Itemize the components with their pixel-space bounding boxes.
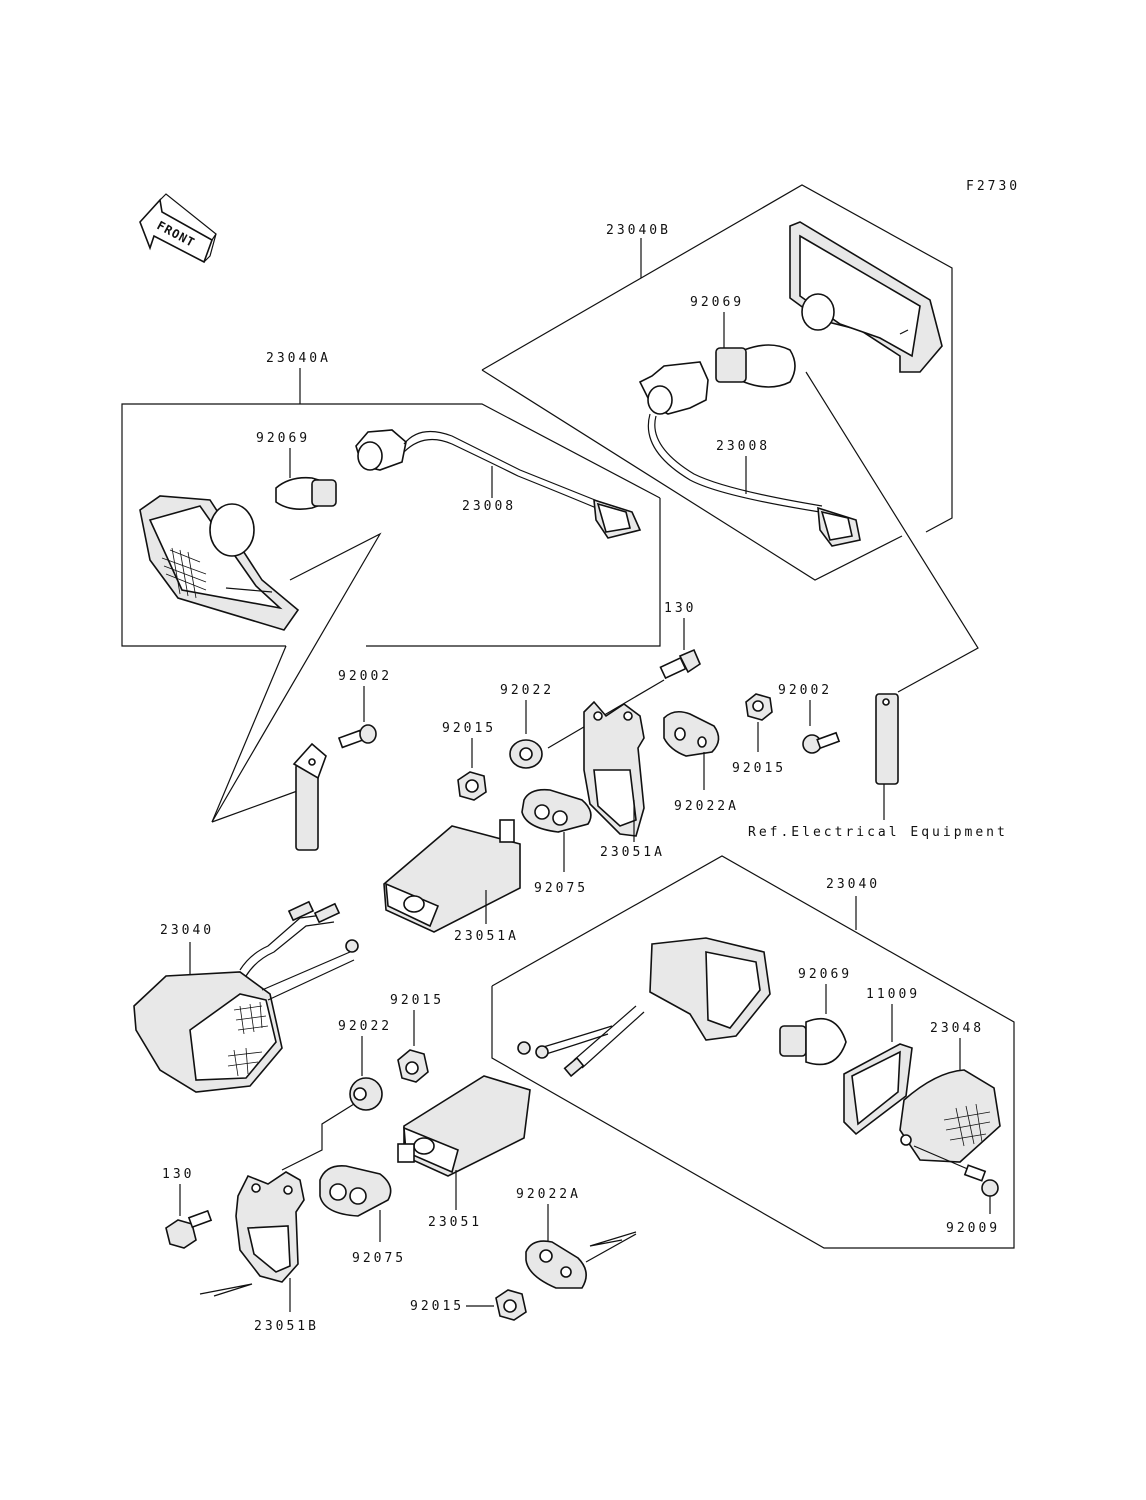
label-92022-top: 92022 — [500, 683, 554, 698]
label-23040b: 23040B — [606, 223, 671, 238]
grommet-92075-lower — [319, 1164, 392, 1217]
label-23040-left: 23040 — [160, 923, 214, 938]
socket-front — [355, 429, 642, 539]
label-23051-top: 23051A — [454, 929, 519, 944]
washer-92022-lower — [349, 1077, 383, 1111]
label-23008-front: 23008 — [462, 499, 516, 514]
label-92015-bottom: 92015 — [410, 1299, 464, 1314]
label-23008-rear: 23008 — [716, 439, 770, 454]
label-130-top: 130 — [664, 601, 696, 616]
screw-92009 — [963, 1164, 999, 1197]
label-23051b: 23051B — [254, 1319, 319, 1334]
label-92069-right: 92069 — [798, 967, 852, 982]
label-130-lower: 130 — [162, 1167, 194, 1182]
case-23051-top — [383, 819, 521, 933]
label-23051-lower: 23051 — [428, 1215, 482, 1230]
plate-92022a-lower — [525, 1240, 587, 1289]
bulb-front — [275, 476, 337, 510]
turn-signal-body-right — [517, 937, 771, 1078]
nut-92015-lower — [397, 1049, 429, 1083]
ref-electrical-equipment: Ref.Electrical Equipment — [748, 825, 1008, 840]
bulb-rear — [715, 344, 796, 388]
washer-92022-top — [509, 739, 543, 769]
plate-92022a-top — [663, 710, 720, 757]
label-23040a: 23040A — [266, 351, 331, 366]
label-92009: 92009 — [946, 1221, 1000, 1236]
label-92075-top: 92075 — [534, 881, 588, 896]
gasket-11009 — [843, 1043, 913, 1136]
figure-code: F2730 — [966, 179, 1020, 194]
bolt-130-top — [659, 648, 701, 680]
rear-lamp-housing — [789, 221, 943, 373]
case-23051-lower — [397, 1075, 531, 1177]
label-92022-lower: 92022 — [338, 1019, 392, 1034]
bulb-right — [779, 1017, 847, 1066]
label-23051a: 23051A — [600, 845, 665, 860]
socket-rear — [638, 361, 861, 547]
label-23048: 23048 — [930, 1021, 984, 1036]
wire-connector-right — [875, 693, 899, 785]
label-23040-right: 23040 — [826, 877, 880, 892]
label-92022a-lower: 92022A — [516, 1187, 581, 1202]
label-92069-front: 92069 — [256, 431, 310, 446]
front-arrow-icon: FRONT — [139, 193, 217, 264]
nut-92015-left — [457, 771, 487, 801]
label-92015-lower: 92015 — [390, 993, 444, 1008]
label-92075-lower: 92075 — [352, 1251, 406, 1266]
screw-92002-right — [802, 731, 841, 754]
label-92069-rear: 92069 — [690, 295, 744, 310]
grommet-92075-top — [521, 788, 592, 833]
label-92002-left: 92002 — [338, 669, 392, 684]
bolt-130-lower — [165, 1209, 213, 1249]
turn-signal-left — [133, 900, 359, 1093]
label-11009: 11009 — [866, 987, 920, 1002]
assembly-23040a-box — [121, 368, 661, 647]
bracket-23051b — [235, 1171, 305, 1283]
nut-92015-bottom — [495, 1289, 527, 1321]
label-92015-right: 92015 — [732, 761, 786, 776]
assembly-23040b-box — [481, 184, 953, 581]
bracket-23051a — [583, 700, 645, 837]
screw-92002-left — [337, 724, 377, 749]
lens-23048 — [899, 1069, 1001, 1163]
nut-92015-right — [745, 693, 773, 721]
label-92022a-top: 92022A — [674, 799, 739, 814]
label-92015-left: 92015 — [442, 721, 496, 736]
label-92002-right: 92002 — [778, 683, 832, 698]
front-lamp-lens — [139, 495, 300, 631]
assembly-23040-box — [491, 855, 1015, 1249]
wire-connector-left — [292, 742, 327, 851]
